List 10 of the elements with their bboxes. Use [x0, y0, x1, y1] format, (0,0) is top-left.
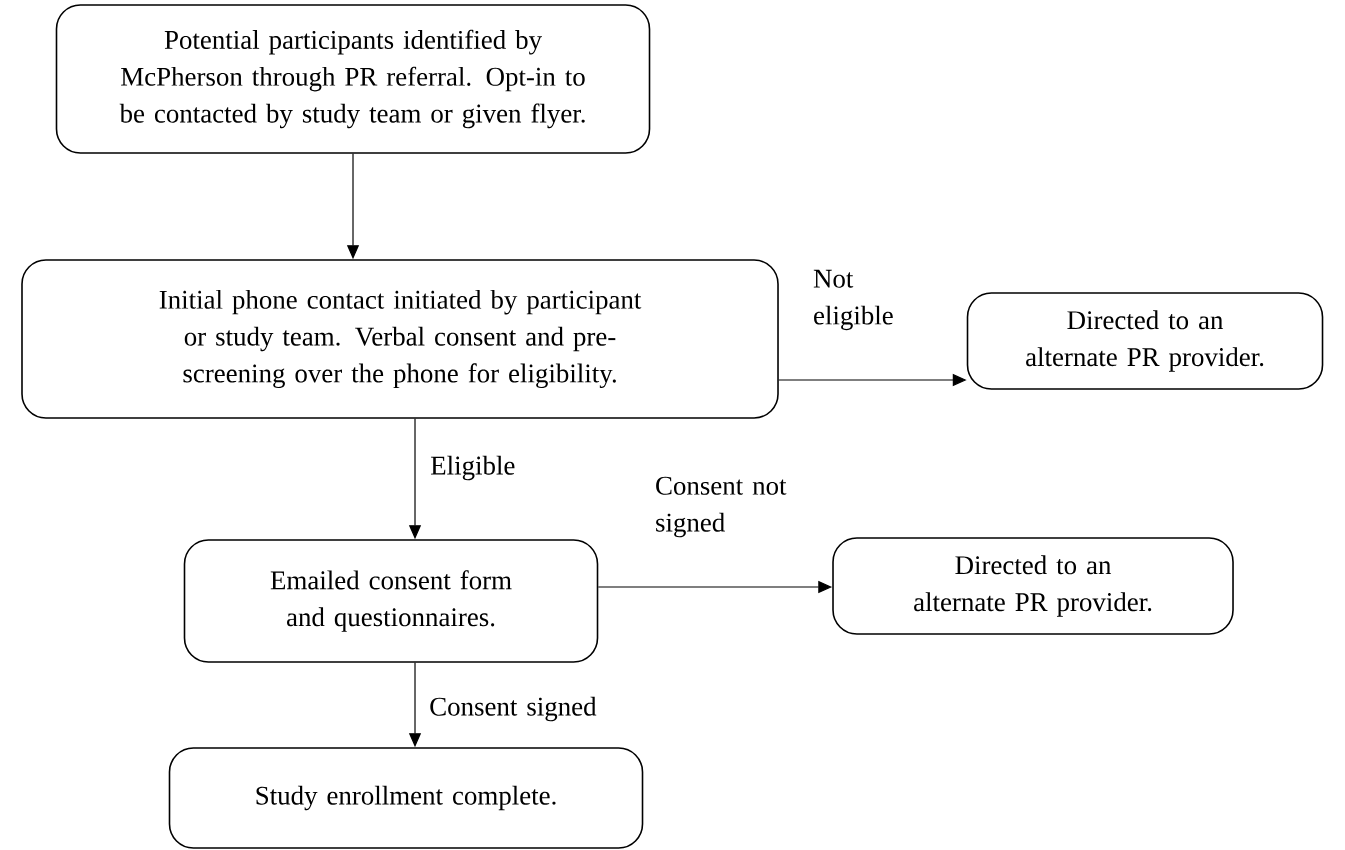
edge-label: Not eligible: [813, 269, 893, 331]
process-box: Study enrollment complete.: [168, 747, 644, 849]
process-box: Potential participants identified by McPherson through PR referral. Opt-in to be contacted by study team or given flyer.: [55, 4, 651, 154]
edge-label: Consent not signed: [656, 476, 787, 538]
process-box: Initial phone contact initiated by participant or study team. Verbal consent and pre-screening over the phone for eligibility.: [21, 259, 779, 419]
edge-label: Consent signed: [430, 696, 597, 722]
process-box: Directed to an alternate PR provider.: [832, 537, 1234, 635]
process-box: Emailed consent form and questionnaires.: [183, 539, 599, 663]
edge-label: Eligible: [431, 455, 515, 481]
process-box: Directed to an alternate PR provider.: [966, 292, 1324, 390]
